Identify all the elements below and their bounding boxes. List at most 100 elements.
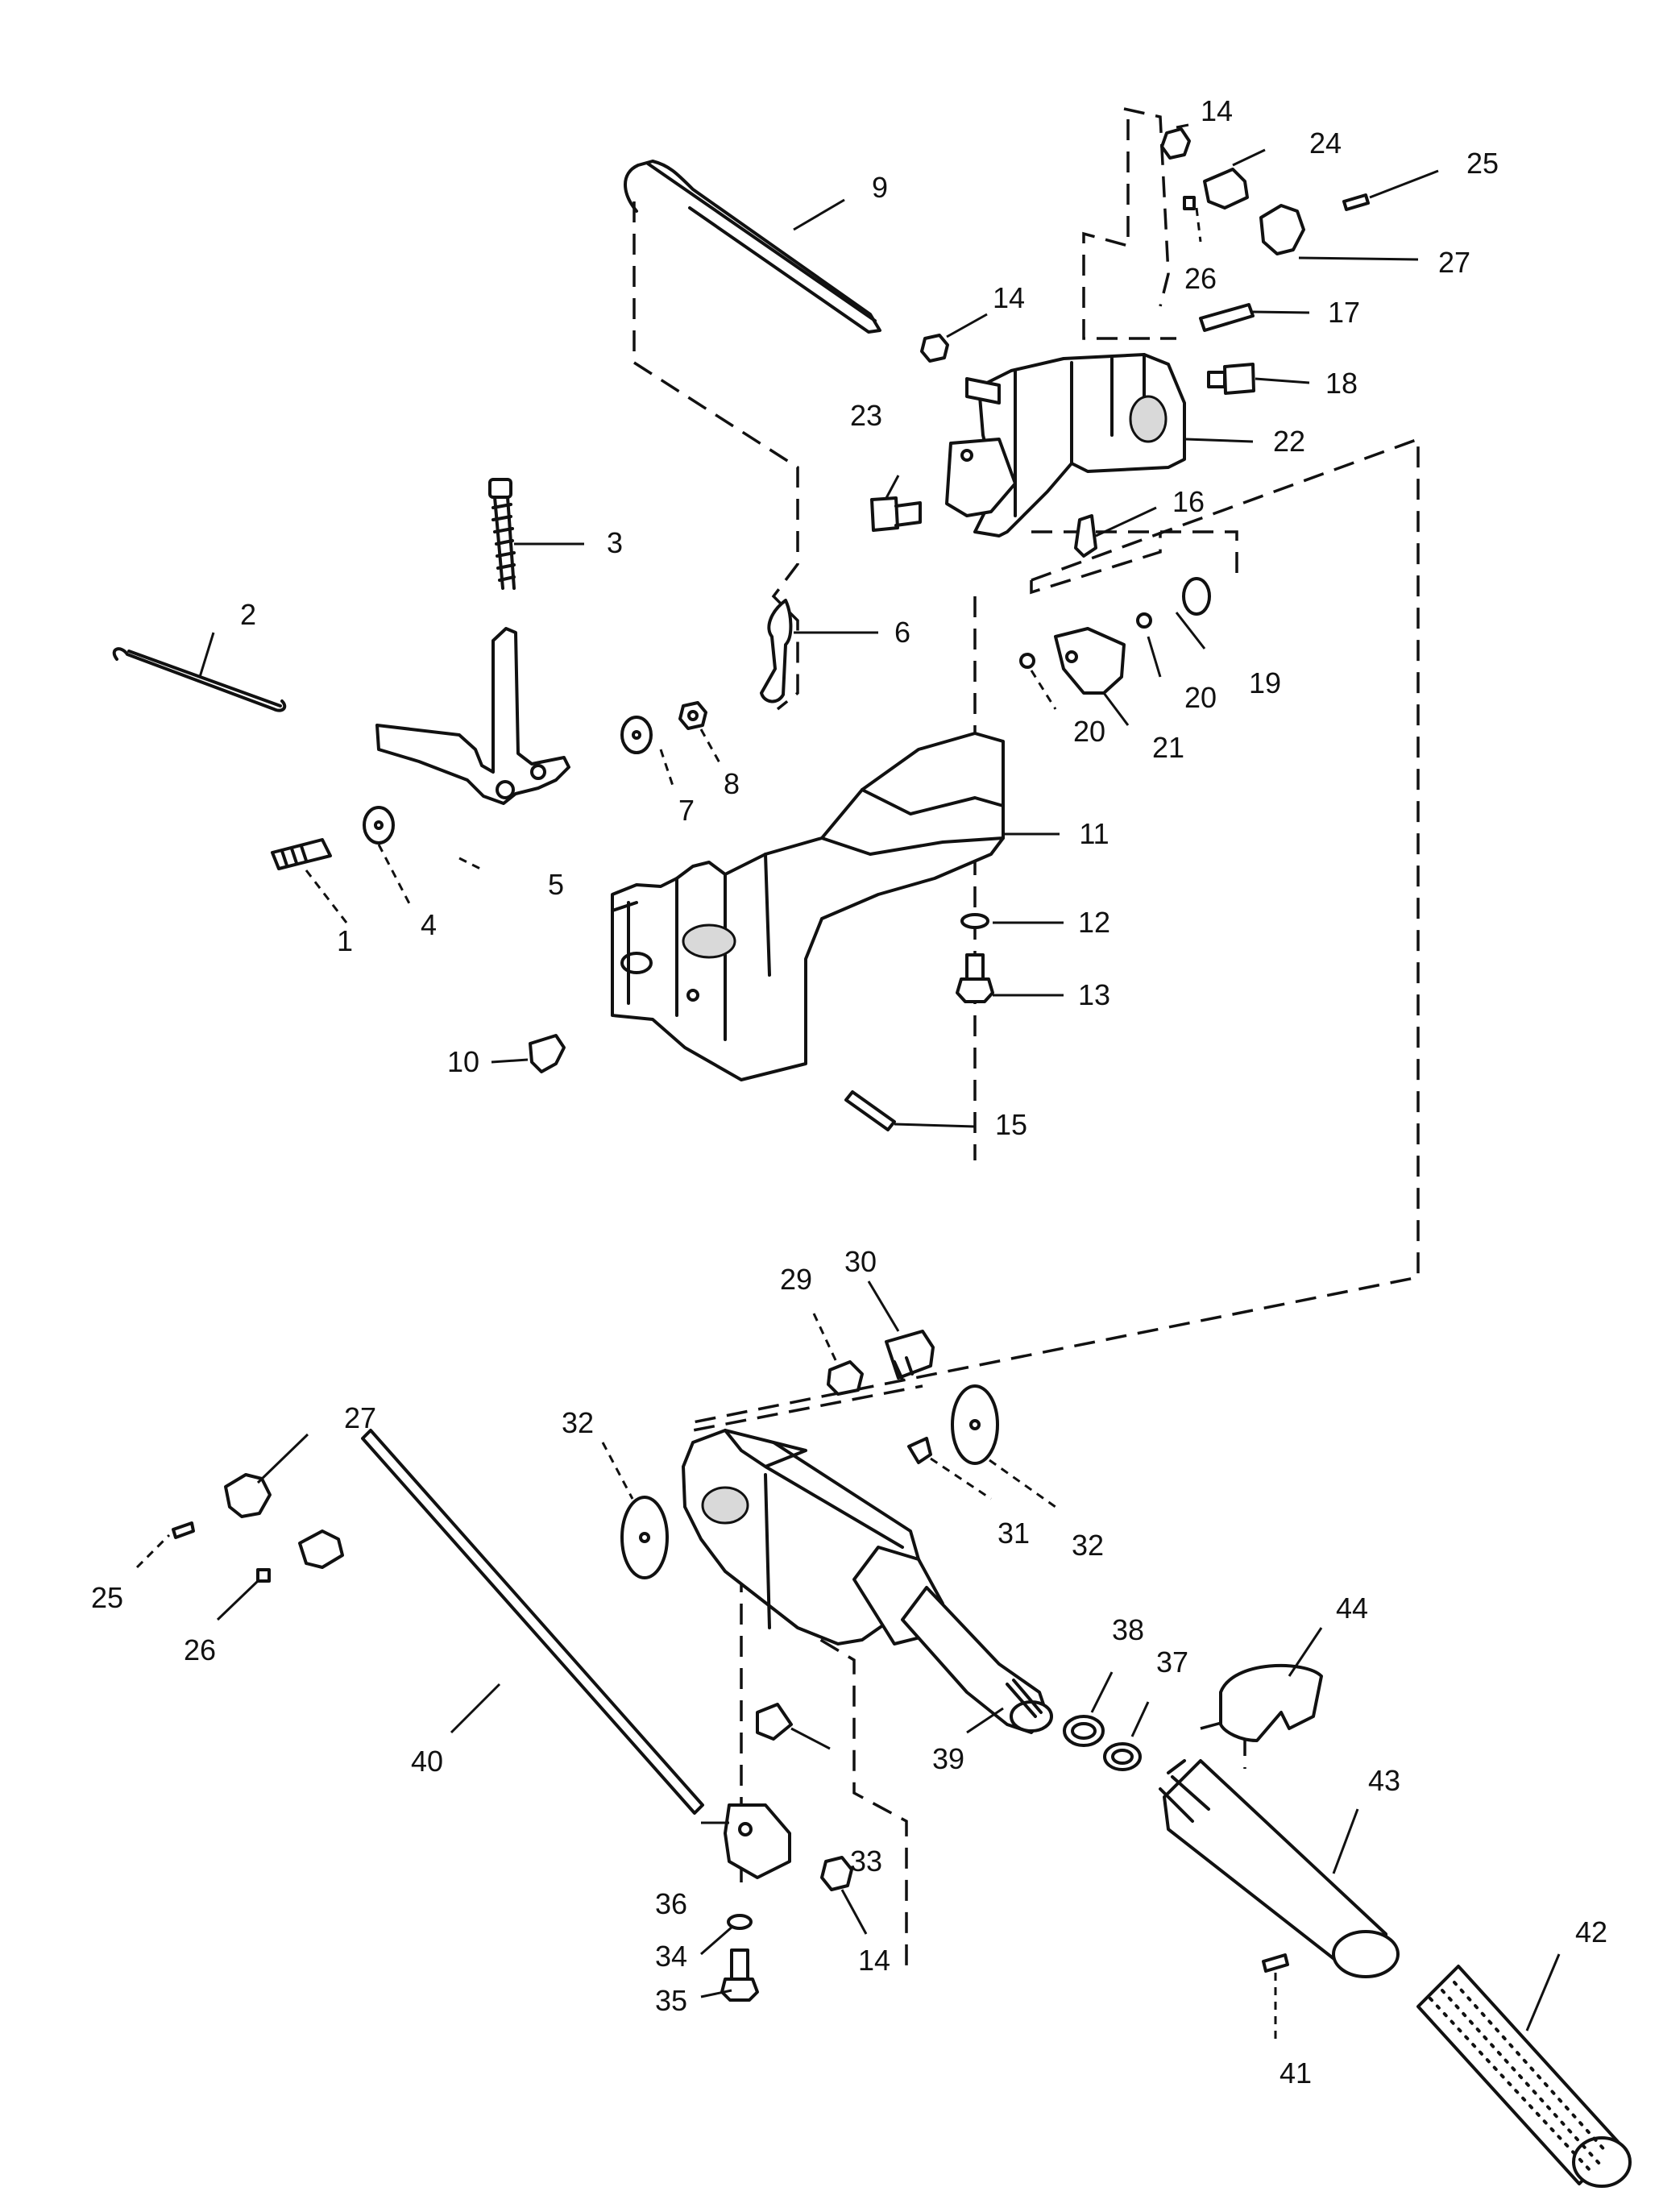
callout-39: 39 [932,1742,964,1775]
part-2-wire [112,647,287,712]
callout-labels: 1 2 3 4 5 6 7 8 9 10 11 12 13 14 14 14 1… [91,94,1607,2090]
callout-20-right: 20 [1184,681,1217,714]
part-37-ring [1103,1742,1142,1771]
part-38-ring [1063,1715,1105,1747]
part-32-washer-a [951,1384,999,1465]
callout-14-mid: 14 [993,281,1025,314]
part-30-fitting [885,1330,935,1381]
part-17-pin [1199,303,1255,332]
part-collar-lower [298,1529,344,1569]
part-35-bolt [720,1948,759,2002]
part-40-rod [361,1429,704,1815]
part-12-washer [960,913,989,929]
part-31-clip [907,1437,932,1464]
part-27-knob-a [1259,204,1305,255]
part-graphics [112,127,1632,2188]
callout-30: 30 [844,1245,877,1278]
callout-8: 8 [724,767,740,800]
part-14-nut-a [920,334,949,363]
part-15-pin [844,1090,896,1131]
part-26-screw-b [256,1568,271,1583]
callout-13: 13 [1078,978,1110,1011]
callout-1: 1 [337,924,353,957]
part-13-bolt [956,953,994,1003]
part-43-grip-tube [1159,1759,1400,1978]
part-36-bracket [724,1803,791,1879]
callout-7: 7 [678,794,695,827]
part-3-screw [488,478,516,590]
part-18-bolt [1207,363,1255,395]
part-21-cam [1054,627,1126,695]
callout-26-top: 26 [1184,262,1217,295]
callout-11: 11 [1079,817,1109,850]
callout-24: 24 [1309,127,1342,160]
part-22-housing [945,353,1186,537]
callout-37: 37 [1156,1646,1188,1679]
callout-3: 3 [607,526,623,559]
callout-4: 4 [421,908,437,941]
callout-2: 2 [240,598,256,631]
part-24-collar [1203,168,1249,210]
callout-23: 23 [850,399,882,432]
part-8-nut [678,701,707,730]
part-23-bolt [870,496,922,532]
callout-40: 40 [411,1745,443,1778]
callout-16: 16 [1172,485,1205,518]
callout-32-left: 32 [562,1406,594,1439]
callout-32-right: 32 [1072,1529,1104,1562]
tiller-housing [682,1429,944,1646]
part-14-nut-c [820,1856,853,1891]
callout-14-lower: 14 [858,1944,890,1977]
assembly-lines [632,107,1420,1974]
callout-15: 15 [995,1108,1027,1141]
callout-27-top: 27 [1438,246,1470,279]
part-32-washer-b [620,1496,669,1579]
callout-33: 33 [850,1845,882,1878]
part-20-nut-b [1136,612,1152,629]
part-11-bracket [611,732,1005,1081]
callout-35: 35 [655,1984,687,2017]
part-42-grip [1416,1965,1632,2188]
callout-10: 10 [447,1045,479,1078]
callout-29: 29 [780,1263,812,1296]
part-19-ring [1182,577,1211,616]
callout-38: 38 [1112,1613,1144,1646]
callout-43: 43 [1368,1764,1400,1797]
callout-5: 5 [548,868,564,901]
part-10-clip [529,1034,566,1073]
callout-36: 36 [655,1887,687,1920]
callout-21: 21 [1152,731,1184,764]
part-14-nut-b [1160,127,1191,160]
part-5-bracket [375,627,570,805]
callout-20-left: 20 [1073,715,1105,748]
part-26-screw-a [1183,196,1196,210]
leader-lines [135,123,1561,2039]
part-6-link [760,599,793,703]
part-7-washer [620,716,653,754]
callout-9: 9 [872,171,888,204]
part-41-pin [1262,1953,1289,1973]
callout-25-top: 25 [1466,147,1499,180]
callout-41: 41 [1280,2056,1312,2090]
callout-27-lower: 27 [344,1401,376,1434]
part-34-washer [727,1914,753,1930]
part-25-pin-a [1342,193,1370,211]
callout-22: 22 [1273,425,1305,458]
part-44-sleeve [1219,1663,1323,1742]
callout-31: 31 [997,1517,1030,1550]
part-4-washer [363,806,395,845]
part-20-nut-a [1019,653,1035,669]
callout-26-lower: 26 [184,1633,216,1666]
part-16-fitting [1074,514,1097,558]
part-29-nut [827,1360,864,1396]
callout-14-top: 14 [1201,94,1233,127]
part-9-rod [624,160,881,334]
callout-17: 17 [1328,296,1360,329]
part-25-pin-b [172,1521,195,1539]
callout-12: 12 [1078,906,1110,939]
callout-42: 42 [1575,1915,1607,1948]
callout-44: 44 [1336,1592,1368,1625]
part-27-knob-b [224,1473,272,1518]
callout-18: 18 [1325,367,1358,400]
